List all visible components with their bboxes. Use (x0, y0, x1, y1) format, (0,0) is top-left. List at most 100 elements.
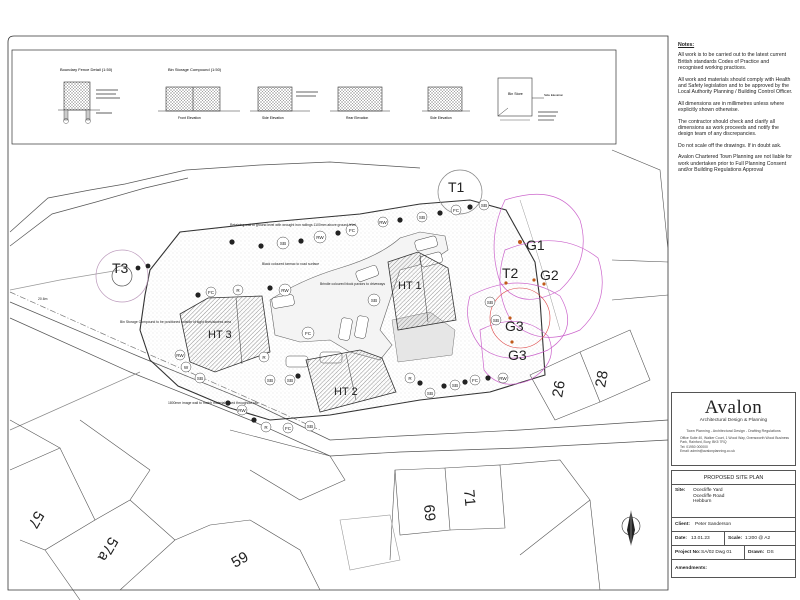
site-label: Site: (675, 488, 686, 493)
brand-subtitle: Architectural Design & Planning (699, 418, 768, 423)
svg-text:SB: SB (197, 376, 203, 381)
svg-text:SB: SB (487, 300, 493, 305)
site-line: Hebburn (693, 499, 712, 505)
brand-block: Avalon Architectural Design & Planning T… (671, 392, 796, 466)
planting-symbols (174, 199, 509, 434)
details-panel (11, 49, 617, 145)
plot-57: 57 (24, 508, 47, 531)
tree-label-g3a: G3 (505, 318, 524, 334)
tree-canopies (95, 169, 603, 385)
plot-28: 28 (592, 369, 612, 388)
plot-69: 69 (420, 504, 438, 522)
project-value: SA/02 Dwg 01 (701, 550, 732, 555)
elevation-label-side-1: Side Elevation (262, 116, 284, 120)
note-item: All work is to be carried out to the lat… (678, 52, 787, 72)
scale-value: 1:200 @ A2 (745, 536, 771, 541)
tree-label-g3b: G3 (508, 347, 527, 363)
amendments-label: Amendments: (675, 566, 707, 571)
svg-text:SB: SB (419, 215, 425, 220)
elevation-label-rear: Rear Elevation (346, 116, 368, 120)
svg-text:SB: SB (307, 424, 313, 429)
svg-text:Retaining wall to ground level: Retaining wall to ground level with wrou… (230, 223, 356, 227)
svg-text:SB: SB (267, 378, 273, 383)
svg-text:RW: RW (176, 353, 184, 358)
svg-text:R: R (236, 288, 240, 293)
date-value: 13.01.23 (691, 536, 710, 541)
note-item: All dimensions are in millimetres unless… (678, 100, 785, 114)
brand-tagline: Town Planning - Architectural Design - D… (686, 429, 781, 433)
notes-panel: Notes: All work is to be carried out to … (678, 42, 794, 179)
svg-text:SB: SB (371, 298, 377, 303)
svg-text:SB: SB (481, 203, 487, 208)
svg-text:R: R (408, 376, 412, 381)
svg-text:Black coloured tarmac to road: Black coloured tarmac to road surface (262, 262, 319, 266)
drawn-value: DS (767, 550, 774, 555)
bin-store-label: Bin Store (508, 92, 523, 96)
svg-text:RW: RW (379, 220, 387, 225)
site-value: Ocecliffe Yard Ocecliffe Road Hebburn (690, 486, 727, 507)
tree-label-t2: T2 (502, 265, 519, 281)
svg-text:1800mm image wall to match mat: 1800mm image wall to match materials use… (168, 401, 259, 405)
fence-detail (58, 81, 120, 124)
note-item: Do not scale off the drawings. If in dou… (678, 142, 782, 149)
svg-text:20.6m: 20.6m (38, 297, 48, 301)
plan-annotations: Retaining wall to ground level with wrou… (38, 223, 385, 405)
title-block: PROPOSED SITE PLAN Site: Ocecliffe Yard … (671, 470, 796, 578)
svg-text:FC: FC (472, 378, 479, 383)
svg-text:FC: FC (453, 208, 460, 213)
house-ht1 (387, 251, 457, 331)
scale-label: Scale: (728, 536, 743, 541)
north-arrow-icon (621, 510, 641, 546)
bin-detail-title: Bin Storage Compound (1:50) (168, 67, 222, 72)
svg-text:FC: FC (305, 331, 312, 336)
svg-text:Bin Storage Compound to be pos: Bin Storage Compound to be positioned ou… (120, 320, 231, 324)
brand-logo: Avalon (704, 397, 763, 418)
svg-text:RW: RW (316, 235, 324, 240)
fence-detail-title: Boundary Fence Detail (1:50) (60, 67, 113, 72)
house-ht3 (179, 295, 271, 373)
svg-text:FC: FC (285, 426, 292, 431)
shrub-symbols (135, 204, 491, 423)
svg-text:R: R (264, 425, 268, 430)
tree-label-t3: T3 (112, 260, 129, 276)
site-line: Ocecliffe Yard (693, 488, 723, 493)
plot-26: 26 (549, 379, 569, 398)
plot-59: 59 (229, 548, 252, 571)
sheet-border (7, 35, 669, 591)
svg-text:SB: SB (493, 318, 499, 323)
plot-71: 71 (460, 489, 478, 507)
svg-text:FC: FC (208, 290, 215, 295)
svg-text:SB: SB (280, 241, 286, 246)
svg-text:R: R (262, 355, 266, 360)
svg-text:SB: SB (452, 383, 458, 388)
svg-text:W: W (184, 365, 189, 370)
svg-text:Brindle coloured block paviors: Brindle coloured block paviors to drivew… (320, 282, 385, 286)
bin-store-plan (497, 77, 558, 121)
brand-contact: Office Suite 40, Walker Court, 1 Wood Wa… (680, 436, 795, 454)
house-label-ht3: HT 3 (208, 329, 232, 341)
svg-text:SB: SB (427, 391, 433, 396)
bin-elevation-rear (330, 86, 390, 112)
site-line: Ocecliffe Road (693, 493, 725, 499)
tree-trunks (504, 240, 546, 344)
elevation-label-front: Front Elevation (178, 116, 201, 120)
svg-text:RW: RW (281, 288, 289, 293)
drawn-label: Drawn: (748, 550, 765, 555)
note-item: The contractor should check and clarify … (678, 118, 779, 138)
svg-text:RW: RW (238, 408, 246, 413)
date-label: Date: (675, 536, 687, 541)
client-value: Peter Sanderson (695, 522, 732, 527)
bin-store-sub: Side Elevation (544, 93, 564, 97)
bin-elevation-front (158, 86, 240, 112)
drawing-title: PROPOSED SITE PLAN (703, 475, 764, 481)
planting-symbol-labels: SB RW FC RW SB FC SB FC R RW FC SB RW SB… (176, 203, 507, 431)
house-label-ht2: HT 2 (334, 386, 358, 398)
brand-address: Office Suite 40, Walker Court, 1 Wood Wa… (680, 436, 789, 445)
project-label: Project No: (675, 550, 701, 555)
brand-email: Email: admin@avalonplanning.co.uk (680, 449, 735, 454)
note-item: Avalon Chartered Town Planning are not l… (678, 154, 793, 174)
neighbour-plots (9, 149, 669, 600)
house-ht2 (305, 349, 397, 413)
notes-heading: Notes: (678, 42, 695, 48)
plot-57a: 57a (94, 534, 122, 565)
